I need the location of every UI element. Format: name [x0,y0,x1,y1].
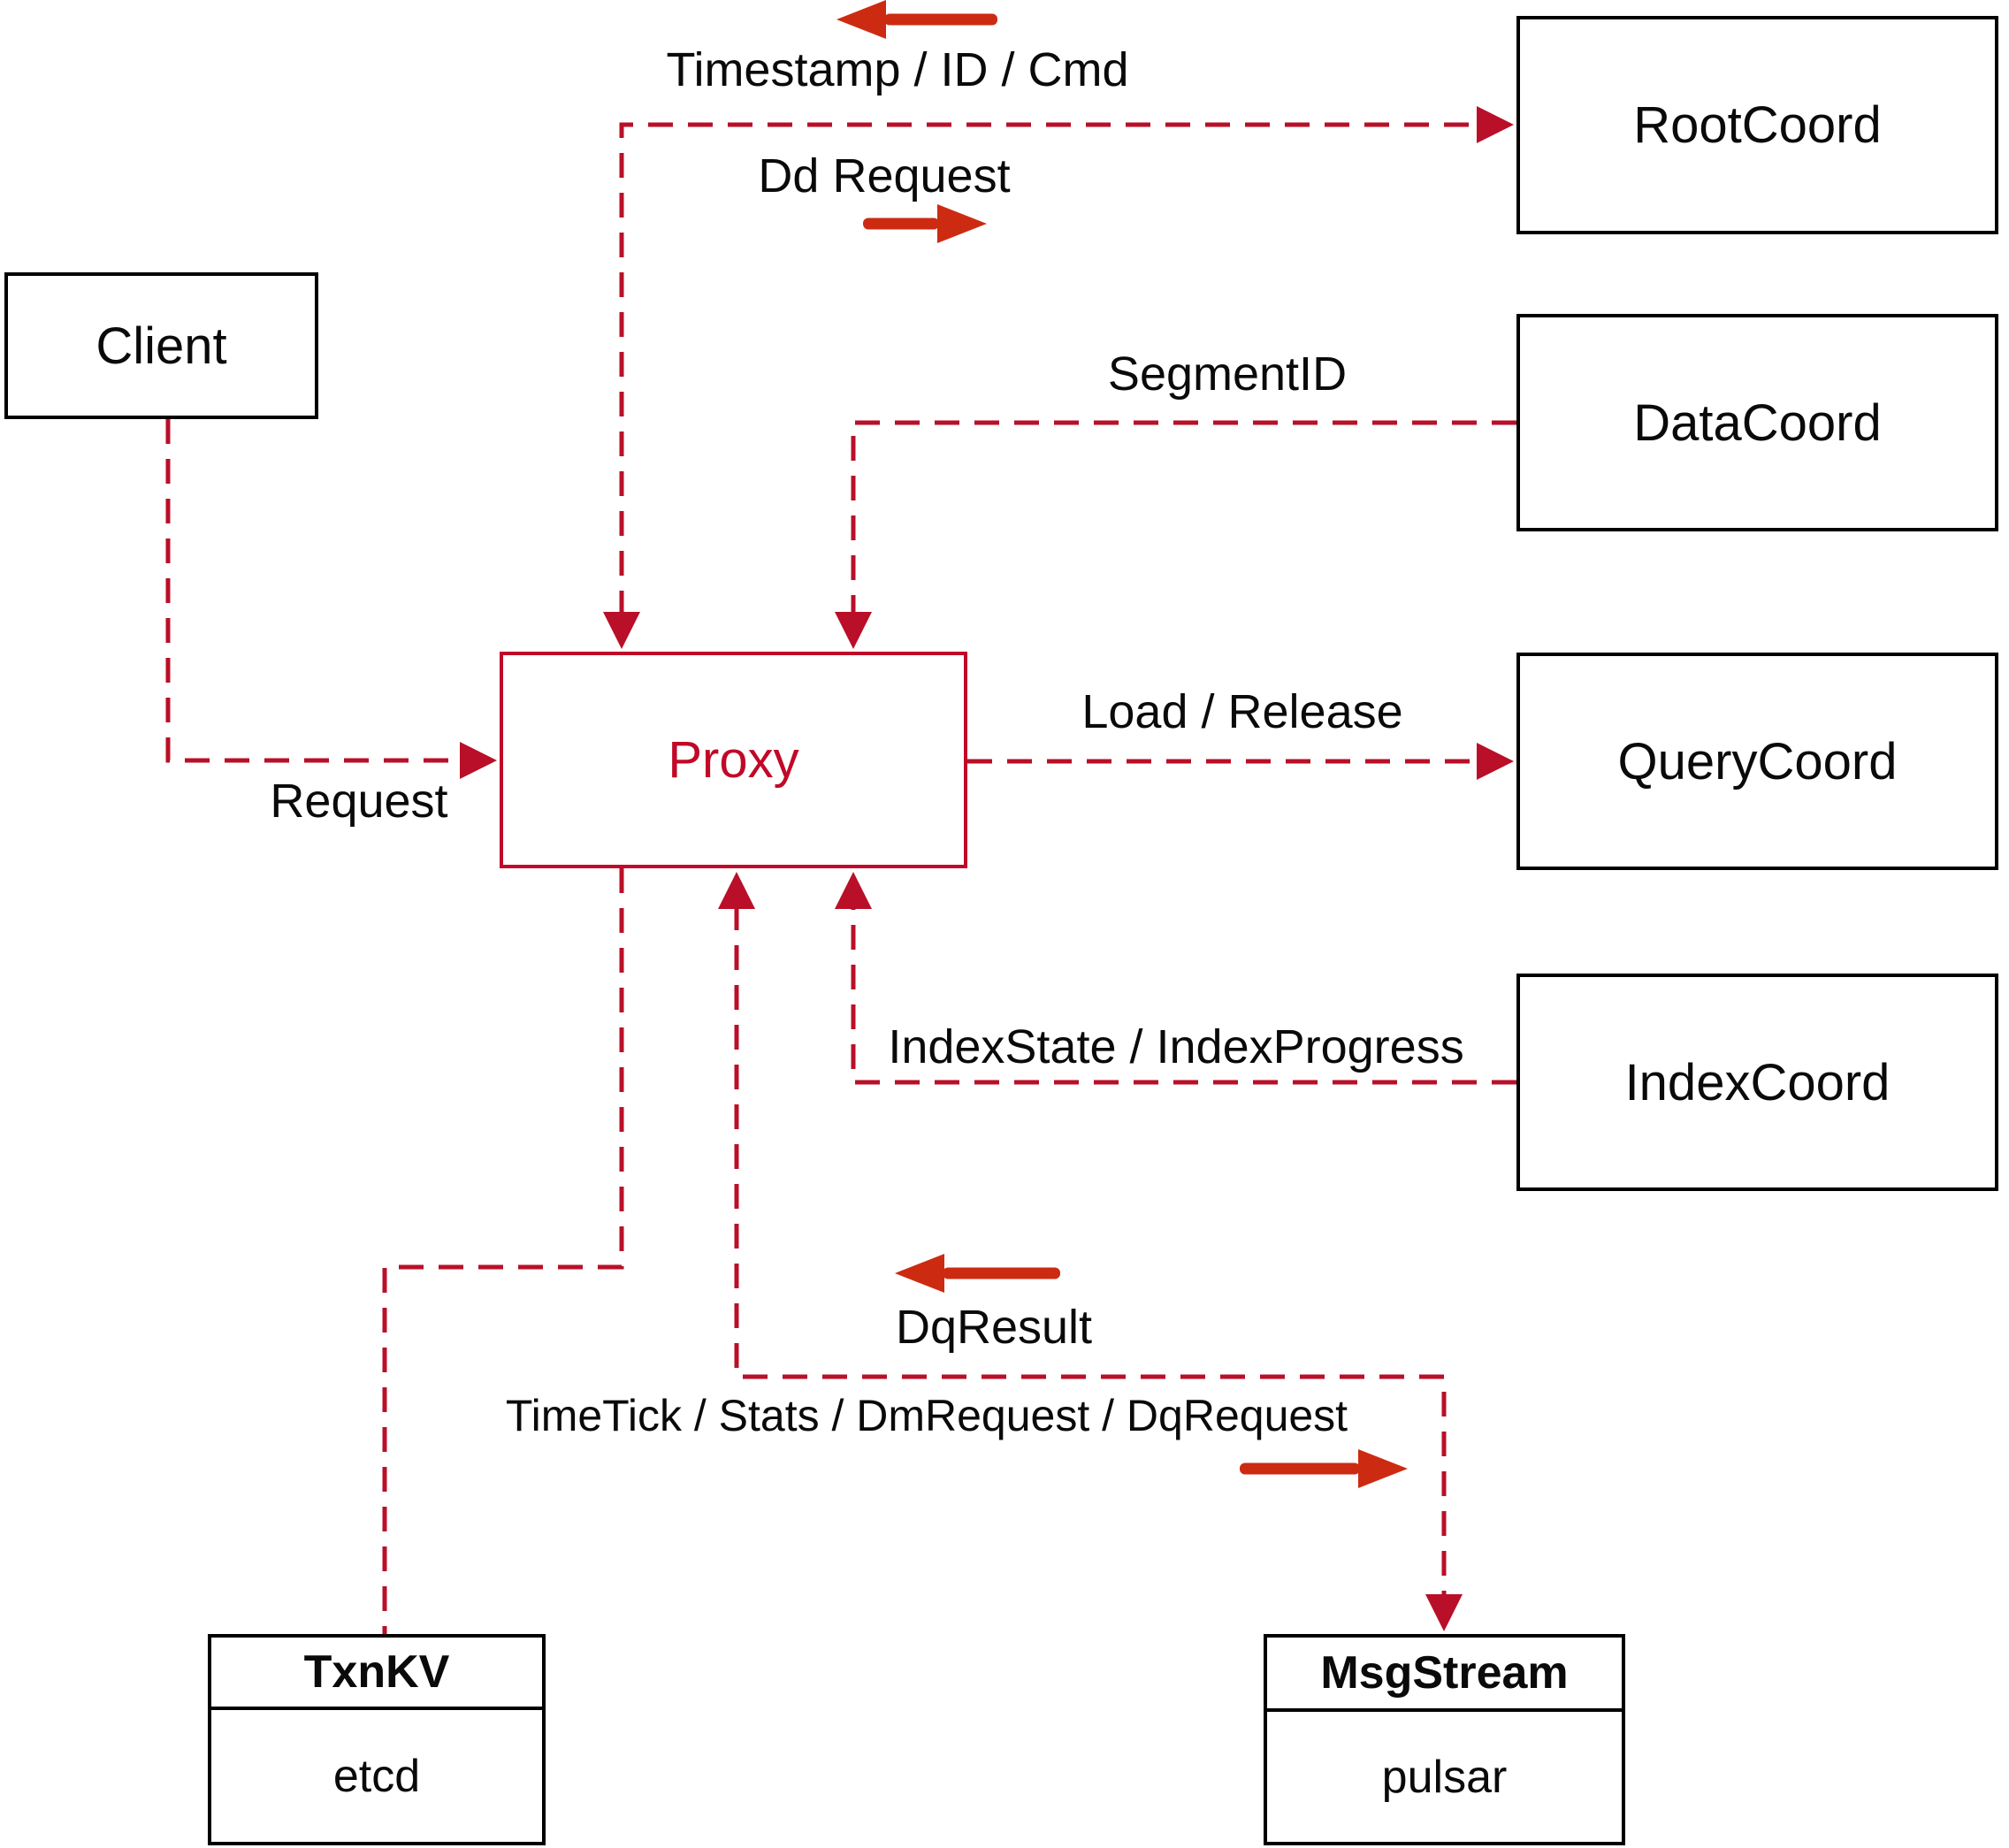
edge-label-dq-result: DqResult [895,1301,1093,1354]
arrowhead-into-rootcoord-icon [1477,106,1514,143]
flow-arrow-right-timetick-icon [1240,1449,1408,1488]
node-msgstream-title: MsgStream [1320,1647,1569,1699]
node-rootcoord: RootCoord [1516,16,1998,234]
node-msgstream-subtitle: pulsar [1381,1751,1508,1803]
edge-proxy-txnkv [382,868,624,1634]
node-proxy: Proxy [500,652,967,868]
node-datacoord: DataCoord [1516,314,1998,531]
flow-arrow-left-timestamp-icon [836,0,997,39]
edge-proxy-rootcoord [619,122,1478,615]
flow-arrow-left-dqresult-icon [895,1254,1060,1293]
node-txnkv: TxnKV etcd [208,1634,546,1845]
edge-label-timetick: TimeTick / Stats / DmRequest / DqRequest [505,1391,1348,1440]
edge-label-segment-id: SegmentID [1107,347,1348,401]
edge-indexcoord-proxy [851,905,1516,1085]
edge-label-dd-request: Dd Request [758,149,1011,202]
arrowhead-into-proxy-left-icon [460,742,497,779]
node-indexcoord: IndexCoord [1516,974,1998,1191]
edge-client-proxy [165,419,462,763]
edge-label-index-state: IndexState / IndexProgress [888,1020,1464,1073]
node-txnkv-subtitle: etcd [332,1750,421,1802]
node-indexcoord-label: IndexCoord [1624,1053,1891,1111]
arrowhead-down-proxy-right-icon [835,612,872,649]
flow-arrow-right-dd-request-icon [863,204,987,243]
edge-label-timestamp: Timestamp / ID / Cmd [666,43,1129,96]
node-rootcoord-label: RootCoord [1633,96,1882,154]
node-msgstream: MsgStream pulsar [1264,1634,1625,1845]
edge-label-load-release: Load / Release [1081,685,1403,738]
arrowhead-down-proxy-left-icon [603,612,640,649]
arrowhead-up-indexcoord-icon [835,872,872,909]
arrowhead-into-msgstream-icon [1425,1594,1463,1631]
node-proxy-label: Proxy [668,731,799,789]
arrowhead-up-dqresult-icon [718,872,755,909]
node-querycoord-label: QueryCoord [1617,732,1898,790]
arrowhead-into-querycoord-icon [1477,743,1514,780]
edge-label-request: Request [270,775,448,828]
edge-datacoord-proxy [851,420,1516,615]
node-querycoord: QueryCoord [1516,653,1998,870]
node-datacoord-label: DataCoord [1633,393,1882,452]
node-txnkv-title: TxnKV [303,1646,450,1698]
node-client: Client [4,272,318,419]
node-client-label: Client [95,317,227,375]
edge-proxy-msgstream [734,905,1447,1598]
